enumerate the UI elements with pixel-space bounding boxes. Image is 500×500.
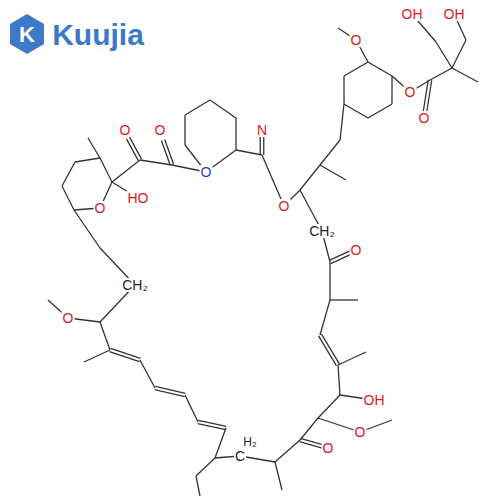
bond-line	[196, 476, 200, 496]
bond-line	[368, 62, 392, 76]
logo-wordmark: Kuujia	[51, 20, 145, 50]
bond-line	[198, 424, 226, 430]
bond-line	[210, 100, 236, 118]
bond-line	[130, 137, 142, 159]
bond-line	[430, 68, 452, 80]
bond-line	[235, 118, 236, 150]
bond-line	[140, 160, 172, 165]
bond-line	[318, 395, 340, 418]
bond-line	[275, 462, 282, 490]
carbon-label: C	[234, 449, 246, 463]
bond-line	[75, 158, 100, 162]
bond-line	[320, 165, 346, 180]
bond-line	[74, 210, 100, 248]
bond-line	[318, 336, 336, 366]
bond-line	[391, 76, 392, 104]
hydroxyl-label: OH	[443, 7, 466, 21]
bond-line	[100, 158, 112, 182]
bond-line	[88, 138, 100, 158]
bond-line	[140, 360, 155, 388]
bond-line	[338, 365, 340, 395]
bond-line	[112, 160, 140, 182]
bond-line	[452, 68, 478, 82]
bond-line	[215, 428, 226, 458]
bond-line	[62, 162, 75, 186]
bond-line	[344, 104, 368, 118]
methylene-label: CH₂	[121, 278, 149, 292]
bond-line	[300, 165, 320, 190]
oxygen-label: N	[256, 123, 268, 137]
logo-letter: K	[18, 24, 36, 46]
methylene-label: H₂	[242, 436, 257, 448]
bond-line	[338, 352, 366, 365]
bond-line	[368, 104, 392, 118]
methylene-label: CH₂	[308, 224, 336, 238]
bond-line	[275, 440, 300, 462]
bond-line	[165, 139, 174, 164]
bond-line	[185, 100, 210, 115]
oxygen-label: O	[418, 111, 431, 125]
nitrogen-label: O	[200, 165, 213, 179]
bond-line	[452, 40, 466, 68]
logo-hexagon	[10, 14, 44, 54]
oxygen-label: O	[278, 199, 291, 213]
bond-line	[343, 76, 344, 104]
bond-line	[330, 299, 358, 300]
bond-line	[62, 186, 74, 210]
oxygen-label: O	[119, 123, 132, 137]
bond-line	[100, 322, 110, 350]
bond-line	[185, 395, 198, 422]
bond-line	[155, 390, 185, 397]
bond-line	[109, 352, 139, 362]
bond-line	[184, 115, 185, 145]
hydroxyl-label: OH	[363, 393, 386, 407]
oxygen-label: O	[350, 33, 363, 47]
oxygen-label: O	[404, 85, 417, 99]
bond-line	[320, 140, 340, 165]
bond-line	[344, 62, 368, 76]
oxygen-label: O	[154, 123, 167, 137]
bond-line	[436, 42, 452, 68]
bond-line	[236, 150, 262, 155]
bond-line	[329, 262, 330, 300]
bond-line	[155, 386, 185, 393]
bond-line	[196, 458, 215, 476]
hydroxyl-label: HO	[127, 191, 150, 205]
bond-line	[84, 350, 110, 362]
oxygen-label: O	[94, 201, 107, 215]
oxygen-label: O	[354, 425, 367, 439]
bond-line	[322, 334, 340, 364]
bond-line	[300, 418, 318, 440]
bond-line	[320, 300, 330, 335]
hydroxyl-label: OH	[401, 7, 424, 21]
oxygen-label: O	[322, 441, 335, 455]
oxygen-label: O	[350, 243, 363, 257]
bond-line	[340, 104, 344, 140]
oxygen-label: O	[62, 311, 75, 325]
